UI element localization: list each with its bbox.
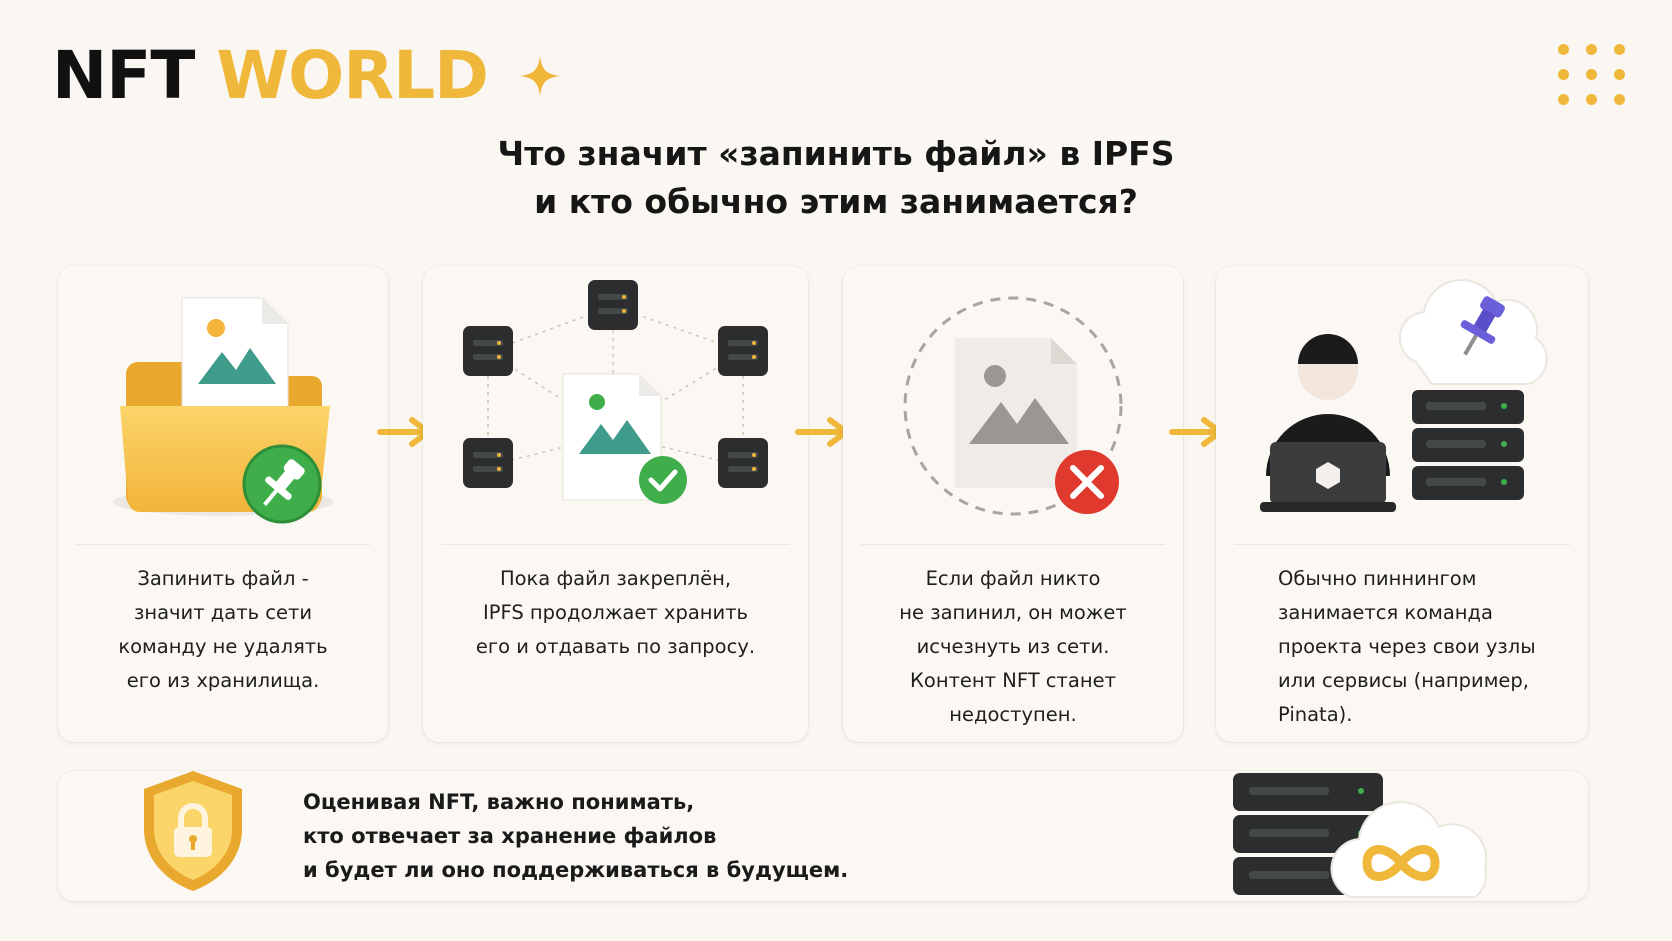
close-icon bbox=[1055, 450, 1119, 514]
pin-icon bbox=[1460, 296, 1505, 356]
page-title: Что значит «запинить файл» в IPFS и кто … bbox=[0, 130, 1672, 226]
missing-file-illustration bbox=[903, 296, 1123, 516]
pin-icon bbox=[242, 444, 322, 524]
pinning-team-illustration bbox=[1260, 279, 1548, 512]
server-node-icon bbox=[463, 280, 768, 488]
network-diagram bbox=[463, 280, 768, 504]
card-3-text: Если файл никто не запинил, он может исч… bbox=[899, 567, 1127, 726]
brand-word-nft: NFT bbox=[52, 37, 195, 114]
card-4-text: Обычно пиннингом занимается команда прое… bbox=[1278, 567, 1536, 726]
card-pinning-services: Обычно пиннингом занимается команда прое… bbox=[1216, 266, 1588, 742]
title-line-2: и кто обычно этим занимается? bbox=[534, 182, 1138, 221]
image-file-icon bbox=[955, 338, 1077, 488]
sparkle-icon bbox=[519, 56, 560, 96]
card-pin-definition: Запинить файл - значит дать сети команду… bbox=[58, 266, 388, 742]
brand-logo: NFT WORLD bbox=[52, 36, 562, 116]
infinity-icon bbox=[1362, 845, 1440, 881]
image-file-icon bbox=[562, 373, 662, 501]
card-1-text: Запинить файл - значит дать сети команду… bbox=[118, 567, 328, 692]
server-node-icon bbox=[1412, 390, 1524, 500]
card-2-text: Пока файл закреплён, IPFS продолжает хра… bbox=[475, 567, 756, 658]
dots-grid-icon bbox=[1558, 44, 1626, 105]
storage-note-banner: Оценивая NFT, важно понимать, кто отвеча… bbox=[58, 771, 1588, 901]
server-cloud-illustration bbox=[1233, 773, 1488, 898]
storage-note-text: Оценивая NFT, важно понимать, кто отвеча… bbox=[303, 790, 849, 882]
card-network: Пока файл закреплён, IPFS продолжает хра… bbox=[423, 266, 808, 742]
card-unpinned: Если файл никто не запинил, он может исч… bbox=[843, 266, 1183, 742]
laptop-icon bbox=[1260, 442, 1396, 512]
folder-icon bbox=[113, 297, 333, 524]
brand-word-world: WORLD bbox=[216, 37, 489, 114]
shield-lock-icon bbox=[144, 771, 242, 891]
title-line-1: Что значит «запинить файл» в IPFS bbox=[497, 134, 1175, 173]
check-icon bbox=[639, 456, 687, 504]
